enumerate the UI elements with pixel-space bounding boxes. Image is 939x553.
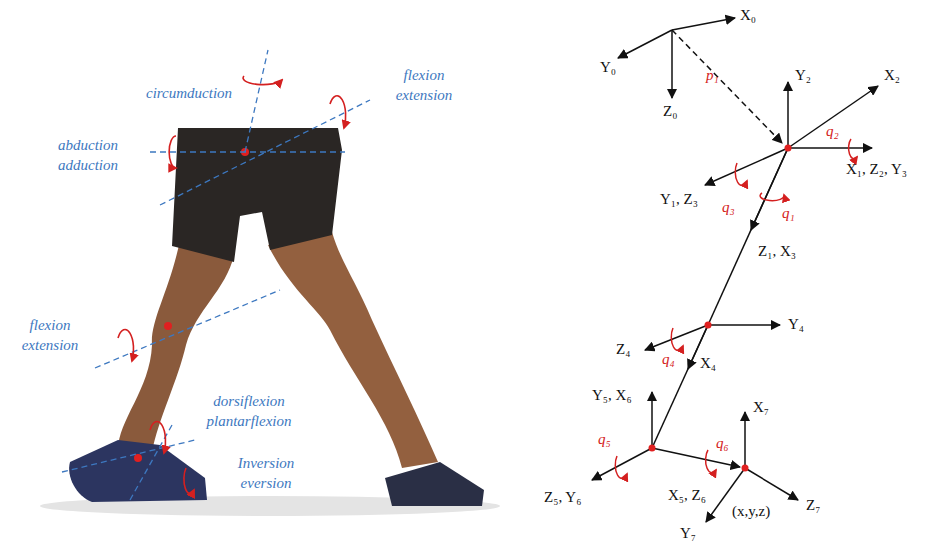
joint-dot	[785, 145, 792, 152]
axis-label: Y₅, X₆	[592, 386, 632, 406]
axis-label: Z₅, Y₆	[544, 488, 581, 508]
axis-arrow	[788, 86, 878, 148]
thigh-link	[708, 148, 788, 325]
rotation-arrow	[706, 450, 716, 473]
axis-arrow	[672, 18, 735, 30]
axis-arrow	[671, 30, 673, 98]
rotation-arrow	[243, 76, 282, 85]
rotation-arrow	[735, 163, 747, 185]
axis-label: Y₂	[795, 66, 811, 86]
back-leg	[268, 232, 438, 468]
joint-angle: q₃	[722, 198, 735, 218]
rotation-arrow	[849, 139, 857, 159]
axis-arrow	[788, 147, 872, 149]
axis-label: Y₄	[788, 315, 804, 335]
axis-label: X₁, Z₂, Y₃	[846, 160, 907, 180]
joint-rotations	[615, 139, 857, 478]
axis-label: Y₁, Z₃	[660, 190, 698, 210]
axis-arrow	[708, 324, 780, 326]
joint-angle: q₆	[716, 434, 729, 454]
joint-dot	[649, 445, 656, 452]
axis-label: X₂	[884, 66, 900, 86]
axis-label: Y₀	[600, 58, 616, 78]
knee-dot	[164, 322, 172, 330]
motion-label: flexion extension	[12, 316, 88, 355]
vector-label: p₁	[706, 66, 719, 86]
motion-label: dorsiflexion plantarflexion	[196, 392, 302, 431]
axis-label: X₀	[740, 6, 756, 26]
joint-angle: q₅	[598, 430, 611, 450]
axis-label: Z₁, X₃	[758, 242, 796, 262]
axis-arrow	[618, 30, 672, 58]
motion-label: Inversion eversion	[226, 454, 306, 493]
motion-label: circumduction	[146, 84, 232, 104]
axis-arrow	[651, 392, 653, 448]
rotation-arrow	[760, 193, 784, 201]
back-shoe	[385, 462, 484, 506]
joint-dot	[742, 465, 749, 472]
shorts	[172, 128, 342, 262]
rotation-arrows	[118, 76, 346, 494]
joint-dot	[705, 322, 712, 329]
axis-lines	[62, 50, 370, 500]
circumduction-axis	[245, 50, 268, 152]
axis-label: (x,y,z)	[732, 502, 770, 522]
axis-label: X₅, Z₆	[668, 486, 706, 506]
rotation-arrow	[118, 330, 134, 361]
front-shoe	[69, 440, 207, 502]
rotation-arrow	[671, 328, 683, 350]
knee-flexion-axis	[95, 290, 280, 368]
joint-angle: q₂	[826, 122, 839, 142]
axis-label: Y₇	[680, 524, 696, 544]
axis-arrow	[744, 412, 746, 468]
axis-arrow	[787, 82, 789, 148]
rotation-arrow	[184, 468, 194, 494]
position-vector	[672, 30, 782, 143]
joint-angle: q₁	[782, 204, 795, 224]
ankle-flexion-axis	[62, 440, 195, 472]
motion-label: abduction adduction	[48, 136, 128, 175]
axis-arrow	[745, 468, 798, 500]
axis-arrow	[592, 448, 652, 480]
abduction-axis	[150, 151, 345, 152]
frame-dots	[649, 145, 792, 472]
hip-flexion-axis	[160, 100, 370, 205]
axis-label: X₇	[753, 398, 769, 418]
motion-label: flexion extension	[384, 66, 464, 105]
frame-diagram	[592, 18, 878, 522]
rotation-arrow	[330, 96, 346, 128]
rotation-arrow	[169, 136, 176, 168]
shank-link	[652, 325, 708, 448]
axis-label: X₄	[700, 354, 716, 374]
joint-angle: q₄	[662, 350, 675, 370]
axis-label: Z₇	[806, 496, 820, 516]
axis-label: Z₀	[663, 102, 677, 122]
rotation-arrow	[615, 456, 627, 478]
rotation-arrow	[150, 422, 166, 453]
axis-arrow	[705, 148, 788, 185]
legs-illustration	[40, 50, 500, 516]
axis-label: Z₄	[616, 340, 630, 360]
ankle-dot	[134, 454, 142, 462]
